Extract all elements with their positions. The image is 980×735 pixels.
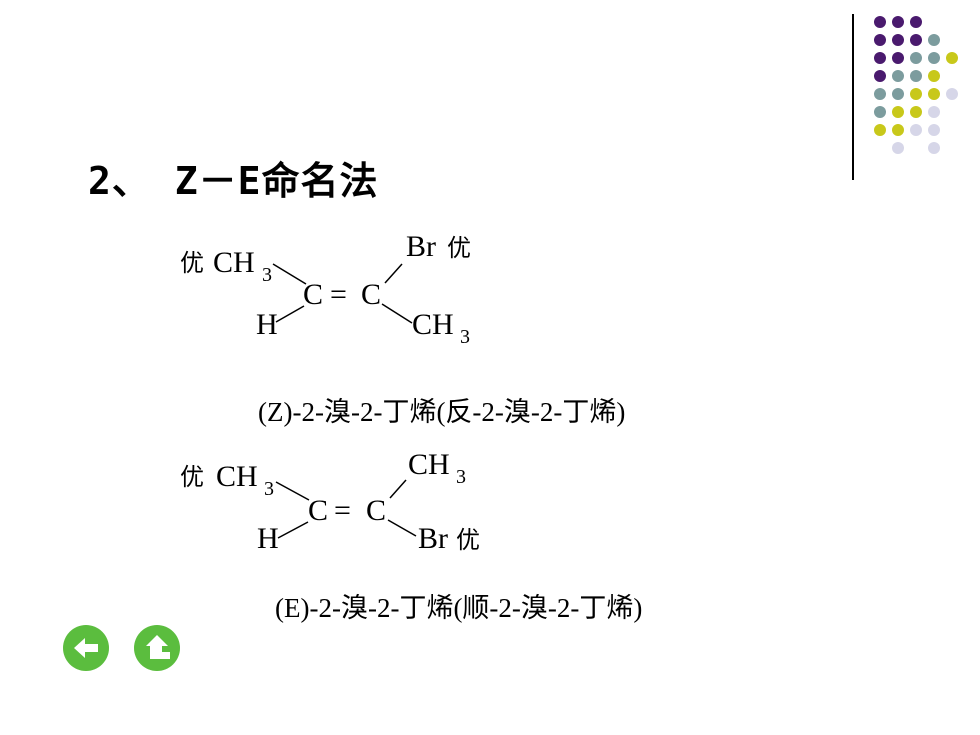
e-bottom-right-tag: 优 [456,527,480,554]
z-bottom-left-group: H [256,308,278,341]
z-left-carbon: C [303,278,323,311]
dot-row-1 [874,16,922,28]
dot-row-5 [874,88,958,100]
e-double-bond: = [334,494,351,527]
e-isomer-caption: (E)-2-溴-2-丁烯(顺-2-溴-2-丁烯) [275,593,643,623]
z-top-right-tag: 优 [447,235,471,262]
z-isomer-structure: 优 CH 3 H C = C Br 优 CH 3 [180,230,471,348]
e-bottom-left-group: H [257,522,279,555]
z-top-right-group: Br [406,230,436,263]
e-left-carbon: C [308,494,328,527]
e-top-left-group: CH [216,460,258,493]
decorative-dot-grid [874,16,958,154]
left-arrow-icon [74,638,98,658]
e-top-left-tag: 优 [180,464,204,491]
z-bottom-right-group: CH [412,308,454,341]
vertical-divider [852,14,854,180]
dot-row-4 [874,70,940,82]
z-top-left-group: CH [213,246,255,279]
e-isomer-structure: 优 CH 3 H C = C CH 3 Br 优 [180,448,480,555]
up-arrow-icon [146,635,170,659]
slide-title: 2、 Z－E命名法 [88,159,379,203]
z-isomer-caption: (Z)-2-溴-2-丁烯(反-2-溴-2-丁烯) [258,397,626,427]
dot-row-7 [874,124,940,136]
home-button[interactable] [134,625,180,671]
e-top-left-sub: 3 [264,478,274,500]
dot-row-6 [874,106,940,118]
e-top-right-sub: 3 [456,466,466,488]
e-bottom-right-group: Br [418,522,448,555]
z-top-left-tag: 优 [180,250,204,277]
z-double-bond: = [330,278,347,311]
back-button[interactable] [63,625,109,671]
e-right-carbon: C [366,494,386,527]
dot-row-3 [874,52,958,64]
z-bottom-right-sub: 3 [460,326,470,348]
z-top-left-sub: 3 [262,264,272,286]
e-top-right-group: CH [408,448,450,481]
z-right-carbon: C [361,278,381,311]
dot-row-8 [892,142,940,154]
dot-row-2 [874,34,940,46]
